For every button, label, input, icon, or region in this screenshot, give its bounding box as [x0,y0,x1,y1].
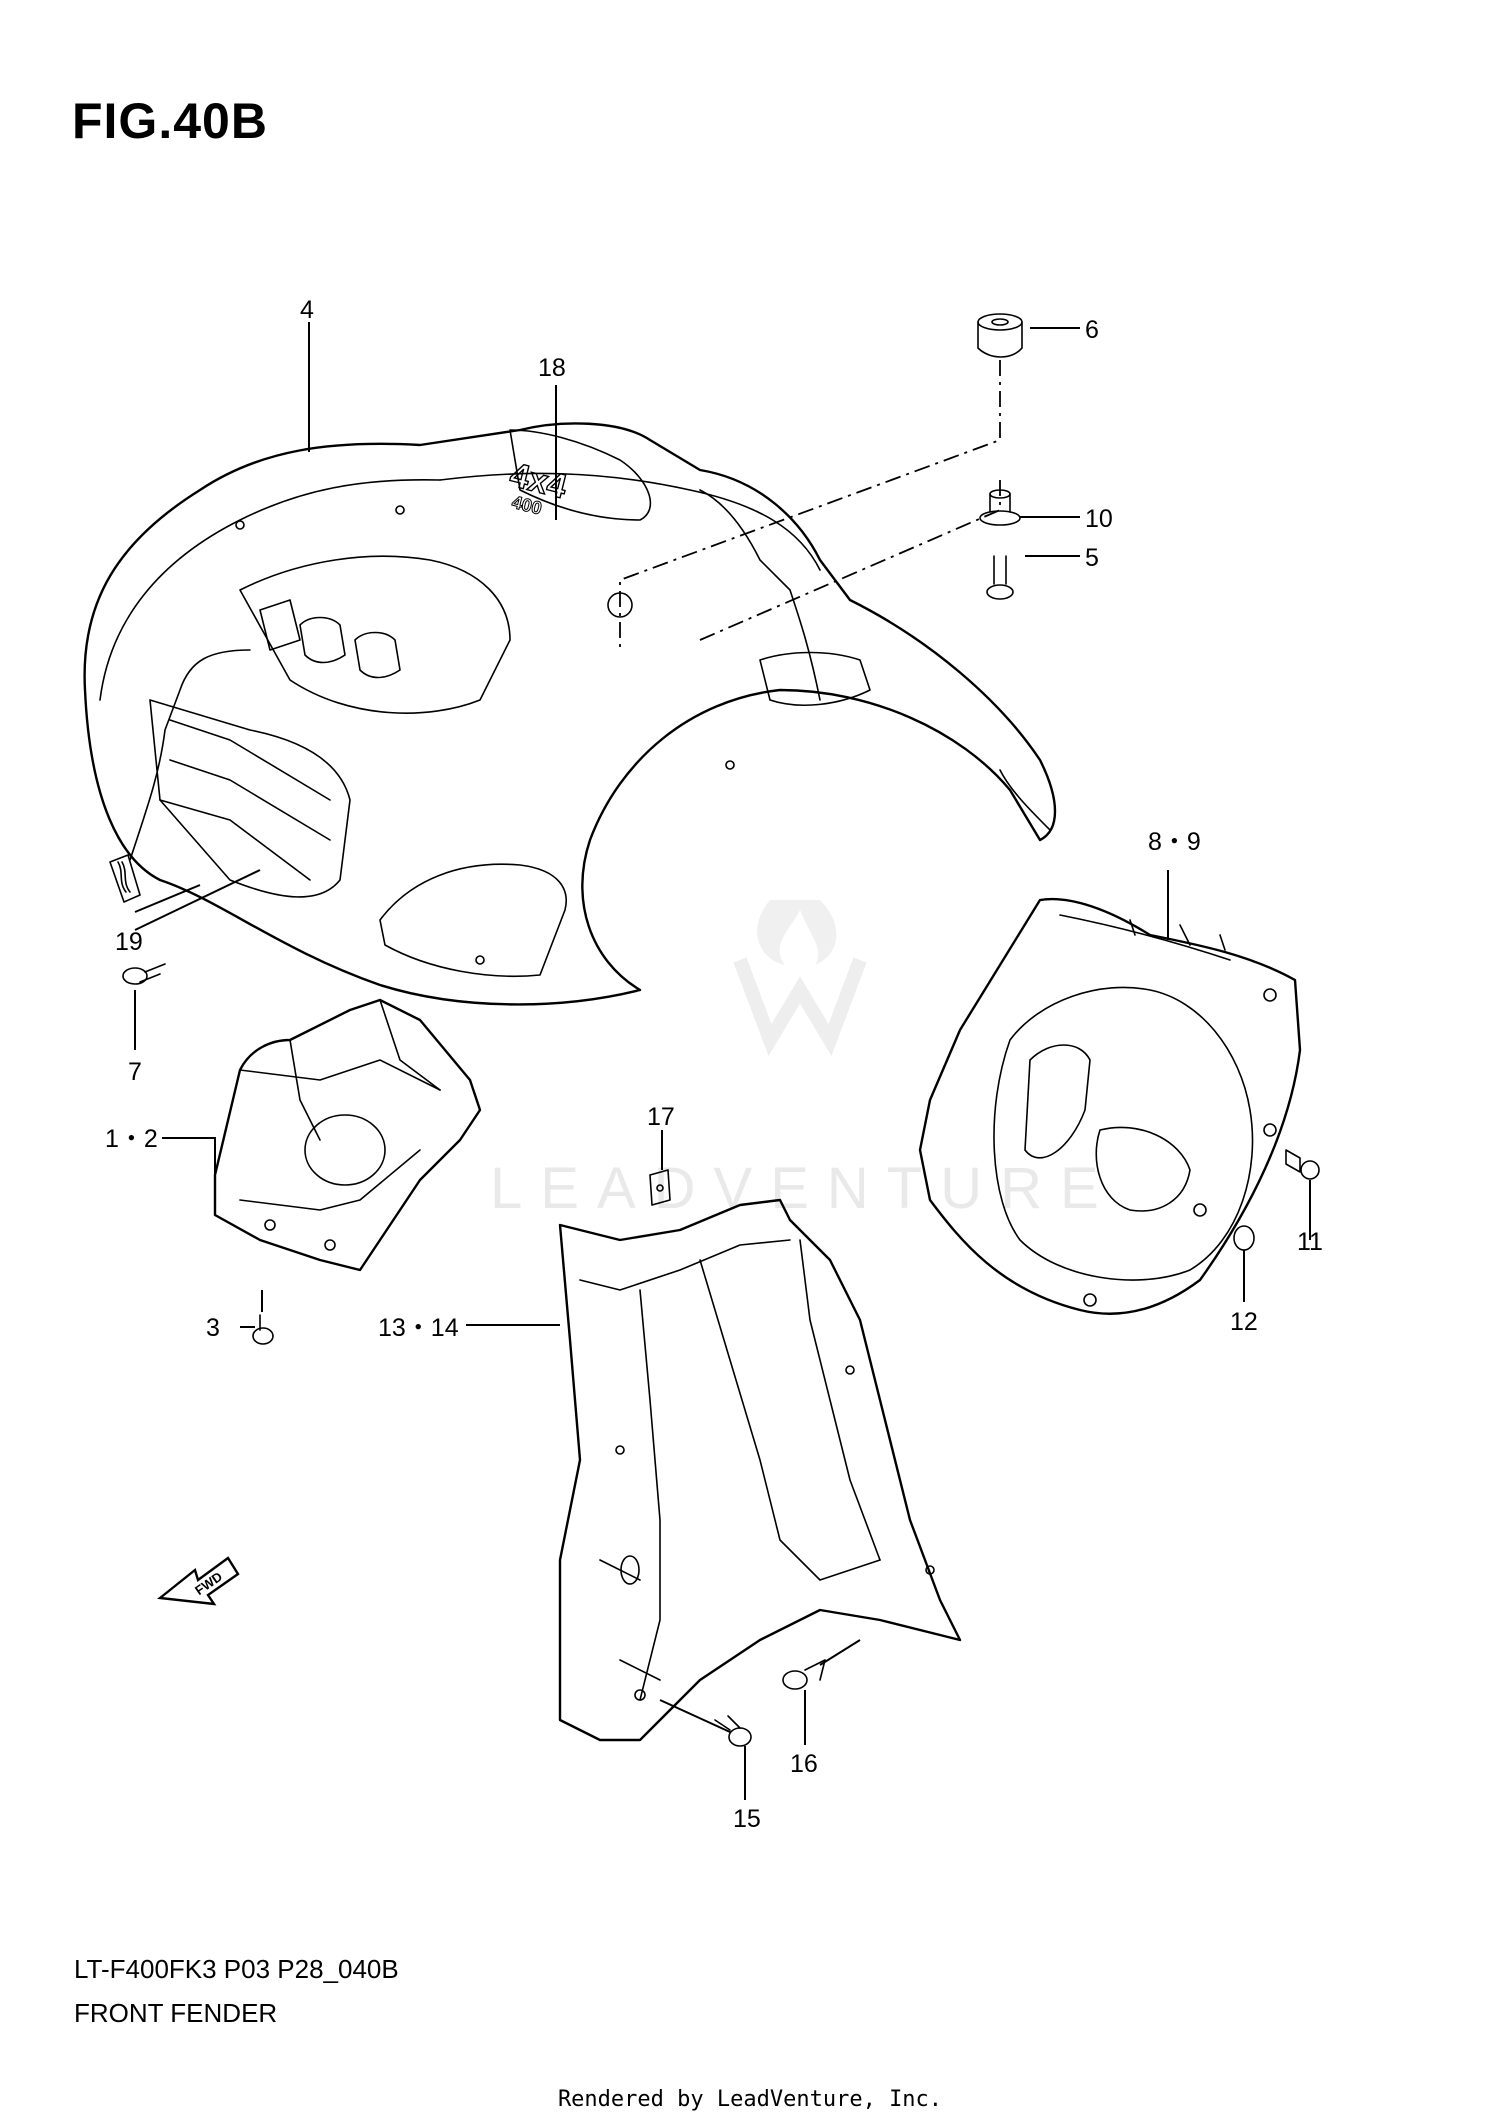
clip-part-16 [782,1659,826,1690]
front-fender-part: 4x4 400 [83,422,1057,1006]
side-panel-part [918,897,1302,1315]
callout-1-2: 1・2 [105,1125,158,1153]
callout-3: 3 [206,1314,220,1342]
grommet-part-6 [977,313,1023,358]
callout-17: 17 [647,1103,675,1131]
callout-11: 11 [1297,1228,1323,1256]
decal-part [109,854,141,903]
callout-5: 5 [1085,544,1099,572]
callout-18: 18 [538,354,566,382]
screw-part-3 [252,1314,274,1345]
bolt-part-5 [986,555,1014,600]
clip-part-15 [714,1715,752,1747]
callout-12: 12 [1230,1308,1258,1336]
clip-part-11 [1285,1149,1320,1180]
rendered-by-credit: Rendered by LeadVenture, Inc. [557,2087,943,2112]
callout-8-9: 8・9 [1148,828,1201,856]
watermark-flame-icon [757,900,837,965]
callout-7: 7 [128,1058,142,1086]
inner-mudguard-part [558,1198,962,1742]
section-name-label: FRONT FENDER [74,1998,278,2028]
callout-4: 4 [300,296,314,324]
callout-6: 6 [1085,316,1099,344]
callout-19: 19 [115,928,143,956]
callout-10: 10 [1085,505,1113,533]
watermark-text: LEADVENTURE [490,1156,1117,1221]
callout-16: 16 [790,1750,818,1778]
nut-part-17 [649,1169,671,1206]
washer-part-12 [1233,1225,1255,1251]
watermark-logo-icon [733,957,867,1057]
screw-part-7 [122,963,166,985]
model-code-label: LT-F400FK3 P03 P28_040B [74,1954,399,1984]
callout-15: 15 [733,1805,761,1833]
figure-title: FIG.40B [72,93,268,149]
callout-labels: 4 18 6 10 5 8・9 19 7 1・2 17 11 3 13・14 1… [105,296,1323,1833]
callout-leader-lines [134,322,1311,1800]
headlight-housing-part [213,998,482,1272]
forward-direction-arrow-icon: FWD [156,1556,240,1606]
leadventure-watermark: LEADVENTURE [490,900,1117,1221]
callout-13-14: 13・14 [378,1314,459,1342]
